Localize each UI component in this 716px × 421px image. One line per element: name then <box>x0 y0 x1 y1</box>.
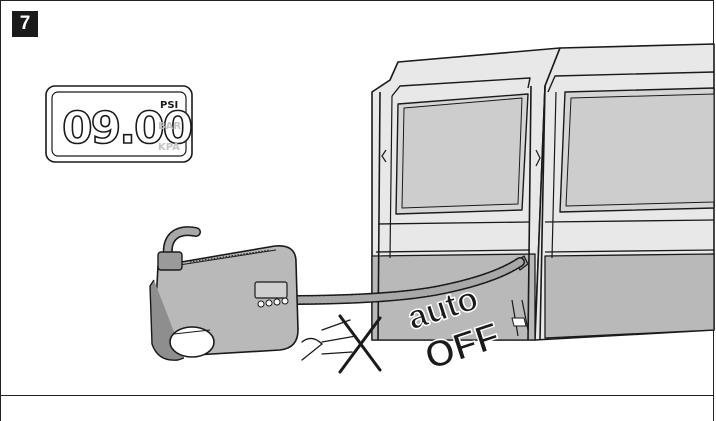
air-pump <box>149 245 299 361</box>
unit-psi: PSI <box>160 100 178 111</box>
step-number-badge: 7 <box>12 11 38 37</box>
pressure-value: 09.00 <box>62 103 192 154</box>
unit-kpa: KPA <box>158 142 180 153</box>
unit-bar: BAR <box>158 121 181 132</box>
pressure-display: 09.00 PSI BAR KPA <box>45 85 194 163</box>
airflow-stopped <box>301 314 382 374</box>
panel-divider <box>0 395 714 396</box>
